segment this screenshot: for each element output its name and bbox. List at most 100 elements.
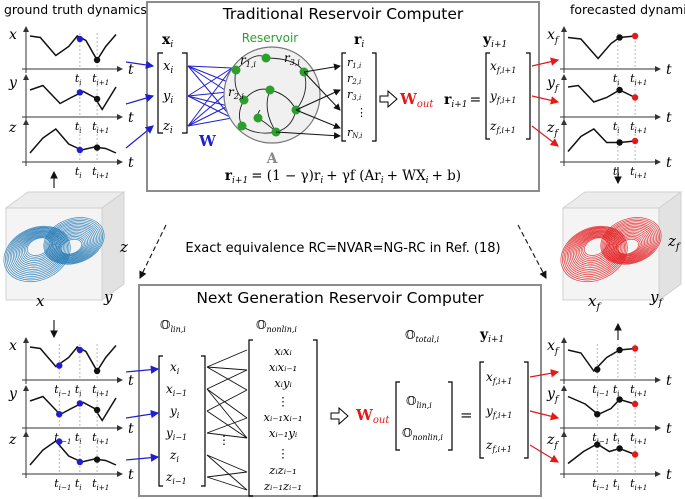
time-series-curve [29, 34, 117, 62]
svg-text:yi: yi [169, 404, 180, 420]
attractor-orbit [6, 227, 68, 279]
lorenz-zf-label: zf [667, 232, 682, 253]
attractor-orbit [17, 232, 59, 267]
attractor-orbit [603, 221, 657, 263]
time-series-curve [567, 347, 636, 373]
input-arrow [125, 94, 155, 105]
tick-label: ti−1 [592, 431, 609, 446]
ngrc-y-vector-label: yi+1 [479, 327, 504, 345]
attractor-orbit [3, 225, 71, 283]
svg-text:yi: yi [162, 89, 173, 106]
sample-dot [631, 451, 639, 458]
sample-dot [616, 34, 623, 41]
o-nonlin-label: 𝕆nonlin,i [256, 318, 297, 334]
rc-r-bracket-right [372, 52, 377, 142]
tick-label: ti [613, 120, 620, 135]
sample-dot [594, 366, 601, 373]
attractor-orbit [11, 229, 64, 274]
svg-text:r3,i: r3,i [284, 51, 300, 67]
attractor-orbit [16, 232, 60, 269]
rc-r-bracket-left [341, 52, 346, 142]
tick-label: ti [75, 431, 82, 446]
tick-label: ti [613, 72, 620, 87]
t-axis-label: t [666, 373, 672, 389]
svg-text:xᵢxᵢ: xᵢxᵢ [274, 344, 292, 358]
w-matrix-label: W [198, 132, 217, 150]
attractor-orbit [560, 225, 628, 283]
attractor-orbit [568, 229, 621, 274]
time-series-curve [29, 439, 117, 466]
tick-label: ti+1 [630, 72, 647, 87]
variable-label: yf [546, 386, 560, 405]
svg-text:r2,i: r2,i [347, 72, 361, 86]
sample-dot [616, 86, 623, 94]
attractor-orbit [576, 233, 615, 265]
sample-dot [76, 346, 84, 354]
t-axis-label: t [666, 421, 672, 437]
variable-label: z [8, 432, 17, 448]
sample-dot [631, 345, 639, 352]
tick-label: ti−1 [592, 383, 609, 398]
sample-dot [56, 438, 63, 445]
attractor-orbit [562, 226, 627, 281]
rc-r-vector-label: ri [354, 32, 364, 50]
attractor-orbit [609, 228, 650, 260]
sample-dot [93, 456, 101, 463]
time-series-curve [567, 128, 636, 152]
svg-text:r1,i: r1,i [240, 53, 256, 69]
ngrc-lin-bracket-right [201, 355, 206, 487]
attractor-orbit [607, 225, 653, 261]
svg-text:⋮: ⋮ [277, 446, 289, 460]
attractor-orbit [573, 232, 617, 269]
svg-text:xᵢ₋₁yᵢ: xᵢ₋₁yᵢ [269, 426, 297, 440]
rc-y-entries: xf,i+1 yf,i+1 zf,i+1 [489, 59, 516, 135]
tick-label: ti [75, 120, 82, 135]
sample-dot [631, 137, 639, 145]
ngrc-box [138, 284, 542, 497]
t-axis-label: t [666, 62, 672, 78]
svg-text:⋮: ⋮ [356, 106, 367, 119]
time-series-curve [29, 84, 117, 111]
sample-dot [93, 56, 101, 64]
ground-truth-label: ground truth dynamics [4, 2, 147, 17]
tick-label: ti+1 [92, 383, 109, 398]
attractor-orbit [605, 222, 656, 262]
sample-dot [76, 89, 84, 96]
lorenz-y-label: y [103, 288, 113, 306]
rc-x-bracket-right [182, 52, 188, 134]
svg-text:r3,i: r3,i [347, 88, 361, 102]
variable-label: y [8, 75, 18, 91]
variable-label: x [9, 338, 17, 354]
lorenz-z-label: z [119, 238, 128, 256]
rc-r-next: ri+1= [444, 92, 481, 110]
attractor-orbit [48, 222, 99, 262]
forecasted-label: forecasted dynamics [570, 2, 685, 17]
tick-label: ti+1 [92, 165, 109, 180]
variable-label: yf [546, 75, 560, 94]
output-arrow [531, 125, 559, 147]
svg-text:xi: xi [163, 59, 173, 76]
attractor-orbit [606, 224, 654, 262]
ngrc-title: Next Generation Reservoir Computer [196, 289, 484, 307]
tick-label: ti [75, 165, 82, 180]
attractor-orbit [14, 231, 62, 270]
attractor-orbit [53, 230, 92, 259]
rc-x-entries: xi yi zi [162, 59, 173, 136]
tick-label: ti−1 [54, 383, 71, 398]
sample-dot [631, 32, 639, 40]
svg-text:xᵢxᵢ₋₁: xᵢxᵢ₋₁ [269, 360, 297, 374]
tick-label: ti+1 [92, 72, 109, 87]
time-series-curve [29, 395, 117, 422]
sample-dot [76, 458, 84, 466]
sample-dot [56, 411, 63, 418]
variable-label: y [8, 386, 18, 402]
input-arrow [125, 409, 160, 419]
input-arrow [125, 453, 160, 462]
sample-dot [93, 95, 101, 103]
attractor-orbit [601, 218, 660, 264]
